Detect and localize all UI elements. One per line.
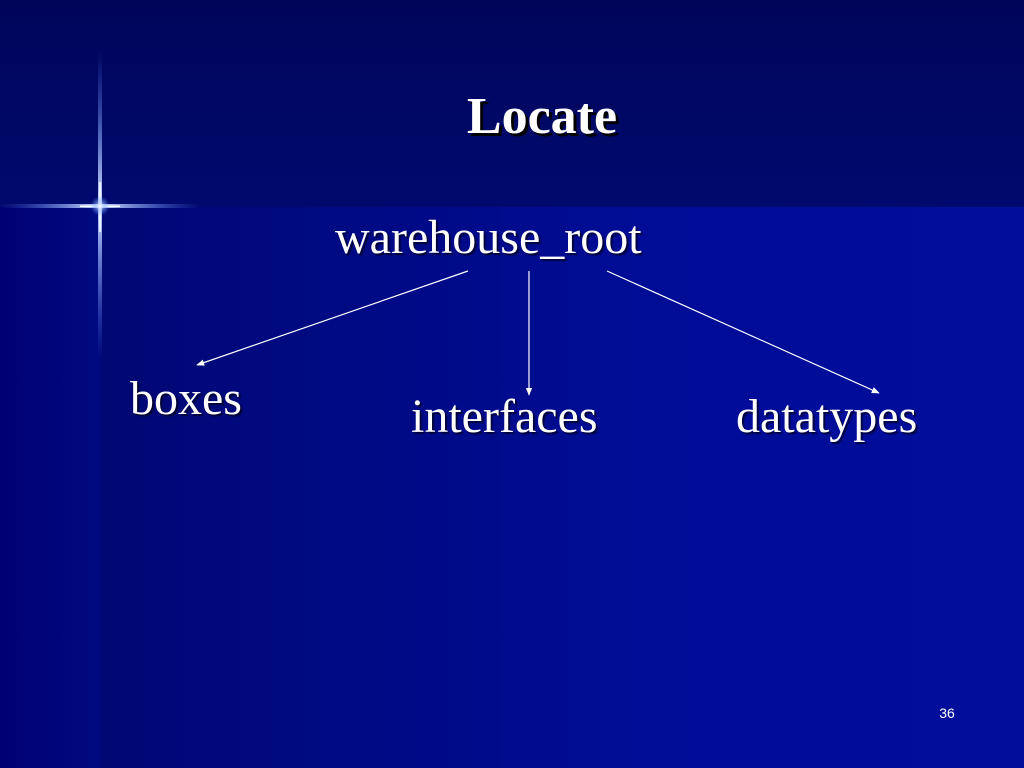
background-main-area	[100, 207, 1024, 768]
tree-node-root: warehouse_root	[335, 211, 642, 264]
tree-node-interfaces: interfaces	[411, 390, 598, 443]
tree-node-datatypes: datatypes	[736, 390, 918, 443]
slide-title: Locate	[466, 88, 618, 145]
background-top-band	[0, 0, 1024, 207]
tree-node-boxes: boxes	[130, 372, 242, 425]
slide-number: 36	[939, 705, 955, 721]
